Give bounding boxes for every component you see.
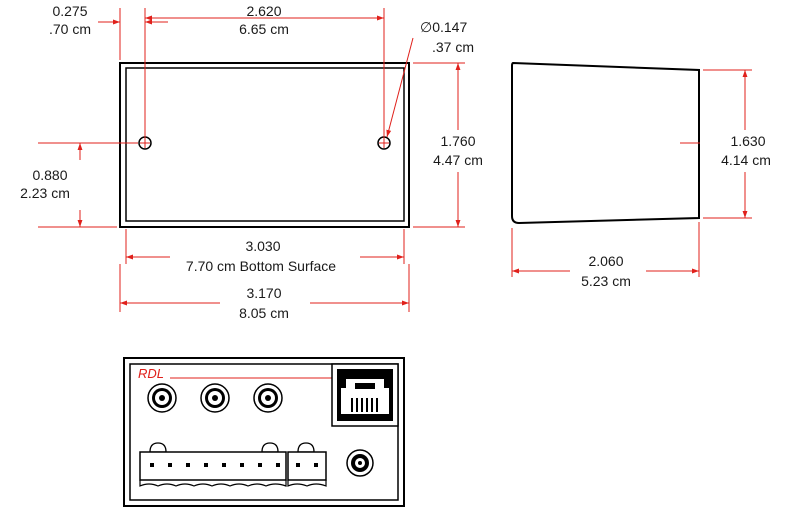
rca-jack-icon: [200, 383, 230, 413]
dim-depth: 1.760 4.47 cm: [413, 62, 492, 228]
dim-overall-width: 3.170 8.05 cm: [119, 264, 410, 324]
dim-bottom-width: 3.030 7.70 cm Bottom Surface: [125, 229, 405, 277]
enclosure-outer-outline: [119, 62, 410, 228]
top-view: 0.275 .70 cm 2.620 6.65 cm ∅0.147 .37 cm…: [20, 3, 492, 324]
dim-side-height: 1.630 4.14 cm: [680, 69, 780, 219]
power-jack-icon: [346, 449, 374, 477]
dim-hole-spacing: 2.620 6.65 cm: [145, 3, 385, 138]
enclosure-inner-outline: [125, 67, 405, 222]
side-view: 1.630 4.14 cm 2.060 5.23 cm: [511, 61, 780, 292]
overall-width-cm: 8.05 cm: [239, 305, 289, 321]
panel-outer-outline: [123, 357, 405, 507]
led-indicator: [297, 442, 315, 453]
bottom-width-cm: 7.70 cm Bottom Surface: [186, 258, 336, 274]
side-height-cm: 4.14 cm: [721, 152, 771, 168]
terminal-block-icon: [139, 451, 287, 487]
hole-height-in: 0.880: [32, 167, 67, 183]
led-indicator: [149, 442, 167, 453]
dim-hole-offset: 0.275 .70 cm: [49, 3, 168, 138]
dim-hole-height: 0.880 2.23 cm: [20, 142, 138, 228]
rca-jack-icon: [253, 383, 283, 413]
rear-panel: RDL: [123, 357, 405, 507]
led-indicator: [261, 442, 279, 453]
mounting-hole-left: [138, 136, 152, 150]
bottom-width-in: 3.030: [245, 238, 280, 254]
dim-side-base: 2.060 5.23 cm: [511, 222, 700, 292]
depth-in: 1.760: [440, 133, 475, 149]
mounting-hole-right: [377, 136, 391, 150]
side-profile-outline: [511, 61, 700, 225]
hole-diameter-in: ∅0.147: [420, 19, 467, 35]
rj45-port-icon: [331, 363, 399, 427]
hole-spacing-in: 2.620: [246, 3, 281, 19]
hole-diameter-cm: .37 cm: [432, 39, 474, 55]
overall-width-in: 3.170: [246, 285, 281, 301]
hole-spacing-cm: 6.65 cm: [239, 21, 289, 37]
depth-cm: 4.47 cm: [433, 152, 483, 168]
hole-height-cm: 2.23 cm: [20, 185, 70, 201]
terminal-block-icon: [287, 451, 327, 487]
hole-offset-cm: .70 cm: [49, 21, 91, 37]
side-base-cm: 5.23 cm: [581, 273, 631, 289]
hole-offset-in: 0.275: [52, 3, 87, 19]
side-base-in: 2.060: [588, 253, 623, 269]
brand-label: RDL: [138, 366, 164, 381]
dim-hole-diameter: ∅0.147 .37 cm: [386, 19, 474, 138]
rca-jack-icon: [147, 383, 177, 413]
side-height-in: 1.630: [730, 133, 765, 149]
panel-inner-outline: [129, 363, 399, 501]
